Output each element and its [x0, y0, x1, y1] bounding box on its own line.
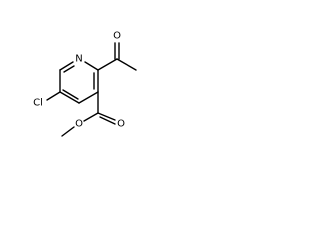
atom-labels: N O O O Cl — [33, 31, 125, 130]
methyl-ester-group — [61, 91, 116, 137]
bond-c5-cl — [46, 91, 61, 101]
chloro-group — [46, 91, 61, 101]
atom-label-nitrogen: N — [75, 54, 82, 65]
bond-cester-o-single — [83, 112, 99, 122]
atom-label-chlorine: Cl — [33, 98, 43, 109]
pyridine-ring — [59, 61, 99, 104]
atom-label-ester-oxygen: O — [75, 119, 83, 130]
bond-cester-o-double-1 — [97, 112, 116, 121]
bond-c6-n1 — [59, 61, 74, 71]
bond-o-methyl — [61, 126, 75, 137]
chemical-structure-diagram: N O O O Cl — [33, 31, 137, 137]
bond-c3-c4 — [78, 91, 99, 104]
bond-n1-c2 — [84, 61, 99, 71]
bond-c4-c5-inner — [62, 89, 79, 100]
bond-c4-c5 — [59, 91, 80, 104]
atom-label-carbonyl-oxygen: O — [117, 119, 125, 130]
atom-label-ketone-oxygen: O — [113, 31, 121, 42]
bond-cester-o-double-2 — [99, 116, 116, 125]
bond-c2-cacyl — [97, 58, 118, 71]
acetyl-group — [97, 42, 137, 71]
bond-c6-n1-inner — [63, 65, 75, 73]
bond-cacyl-methyl — [116, 58, 137, 71]
